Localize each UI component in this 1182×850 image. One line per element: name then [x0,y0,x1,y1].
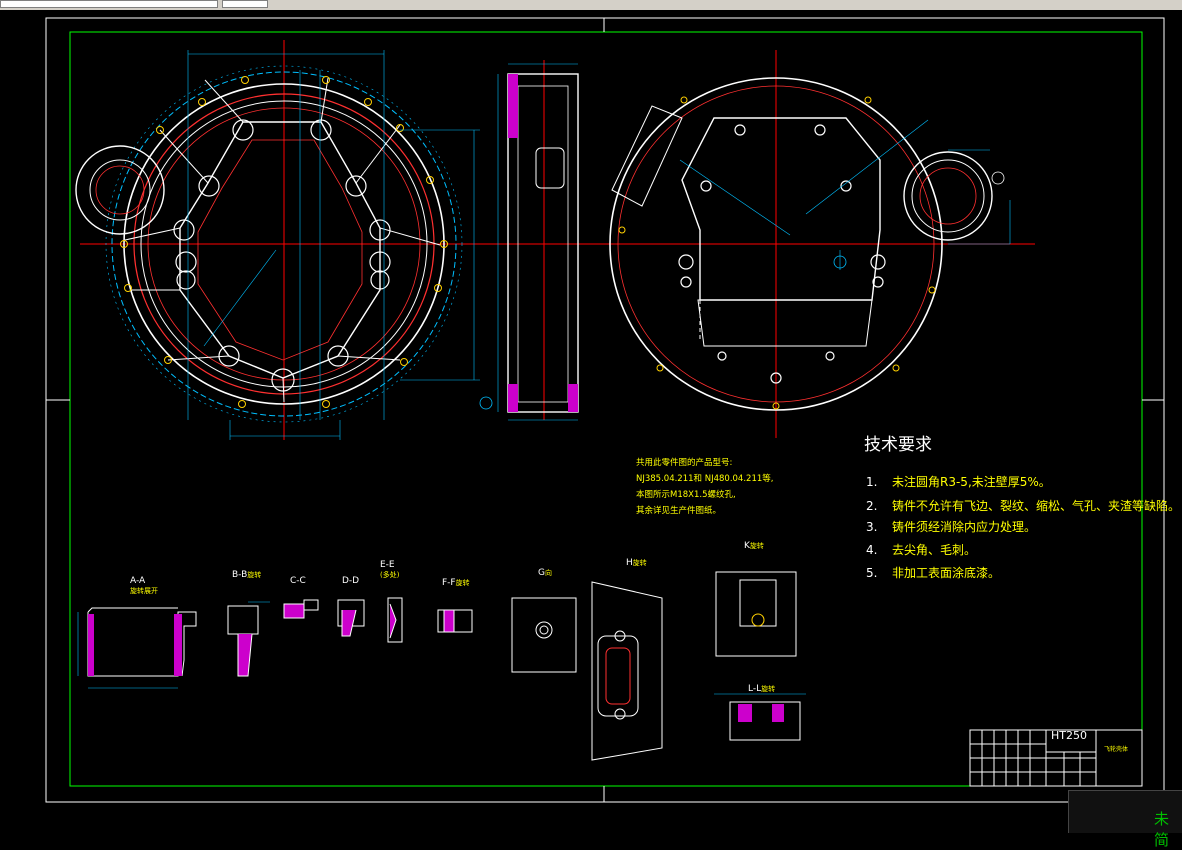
section-dimensions [77,601,806,695]
section-details [87,571,801,761]
corner-panel [1068,790,1182,833]
note-line: 本图所示M18X1.5螺纹孔, [636,490,736,500]
requirement-item: 4.去尖角、毛刺。 [866,543,977,557]
outer-frame [45,17,1165,803]
section-label-d-d: D-D [342,576,360,586]
note-line: 其余详见生产件图纸。 [636,506,722,516]
part-name: 飞轮壳体 [1104,746,1129,753]
corner-text: 未简 [1154,810,1170,849]
section-label-f-f: F-F旋转 [442,578,470,588]
dropdown-control[interactable] [222,0,268,8]
command-input[interactable] [0,0,218,8]
drawing-border [69,31,1143,787]
front-view [75,50,480,440]
requirement-item: 2.铸件不允许有飞边、裂纹、缩松、气孔、夹渣等缺陷。 [866,499,1181,513]
section-label-c-c: C-C [290,576,306,586]
material-label: HT250 [1051,729,1087,742]
cad-drawing [45,17,1165,803]
section-label-h: H旋转 [626,558,647,568]
rear-view [609,77,1011,411]
toolbar-strip [0,0,1182,10]
section-label-e-e: E-E(多处) [380,560,400,579]
note-line: 共用此零件图的产品型号: [636,458,733,468]
requirement-item: 1.未注圆角R3-5,未注壁厚5%。 [866,475,1051,489]
side-view [479,63,579,421]
drawing-notes: 共用此零件图的产品型号: NJ385.04.211和 NJ480.04.211等… [636,455,773,519]
requirement-item: 3.铸件须经消除内应力处理。 [866,520,1037,534]
note-line: NJ385.04.211和 NJ480.04.211等, [636,474,774,484]
title-block [969,729,1143,787]
requirement-item: 5.非加工表面涂底漆。 [866,566,1001,580]
section-label-l-l: L-L旋转 [748,684,776,694]
requirements-title: 技术要求 [864,435,932,455]
section-label-b-b: B-B旋转 [232,570,262,580]
drawing-canvas[interactable] [0,10,1182,832]
section-label-g: G向 [538,568,552,578]
section-label-k: K旋转 [744,541,764,551]
